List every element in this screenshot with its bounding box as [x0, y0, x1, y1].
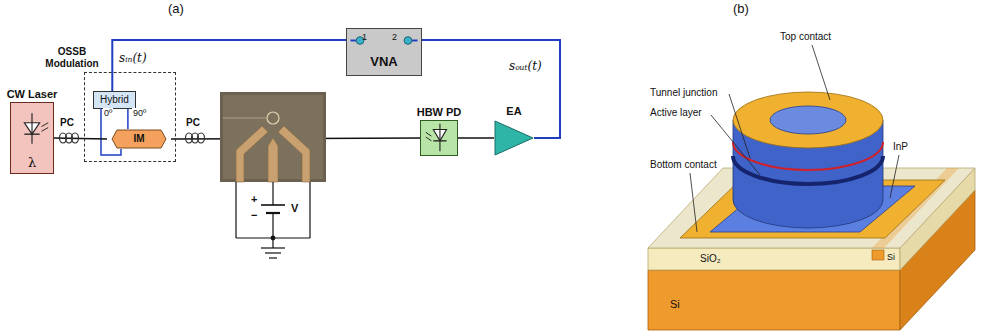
node-text: EA	[506, 105, 521, 118]
part-label: Active layer	[650, 107, 702, 119]
part-label: Top contact	[780, 31, 831, 43]
modulation-group: OSSB ModulationHybridIM	[84, 72, 176, 162]
component-label: PC	[60, 117, 74, 129]
part-label: Si	[887, 252, 895, 262]
component-label: PC	[186, 117, 200, 129]
signal-wire	[112, 40, 346, 91]
optical-fiber	[54, 138, 107, 139]
polarization-controller	[60, 133, 79, 143]
signal-label: sᵢₙ(t)	[118, 52, 148, 66]
part-label: InP	[893, 141, 908, 153]
hybrid-coupler: Hybrid	[93, 91, 136, 109]
signal-label: sₒᵤₜ(t)	[508, 60, 543, 74]
signal-label: 0º	[103, 108, 113, 118]
polarization-controller	[186, 133, 205, 143]
photodetector-shape	[421, 121, 457, 155]
node-text: OSSB Modulation	[41, 46, 103, 70]
vna-box: VNA	[346, 28, 422, 76]
part-label: Bottom contact	[650, 159, 717, 171]
port-number: 2	[392, 32, 397, 42]
polarity-sign: −	[251, 209, 257, 222]
part-label: SiO₂	[700, 253, 721, 265]
node-text: CW Laser	[7, 88, 58, 101]
signal-wire	[127, 109, 129, 130]
node-text: VNA	[347, 55, 421, 70]
signal-label: 90º	[132, 108, 147, 118]
electrical-amplifier: EA	[494, 120, 534, 156]
laser-source: CW Laserλ	[10, 102, 54, 174]
electrical-amplifier-shape	[494, 120, 534, 156]
part-label: Tunnel junction	[650, 87, 717, 99]
voltage-label: V	[291, 202, 298, 215]
intensity-modulator: IM	[107, 129, 171, 149]
node-text: HBW PD	[417, 106, 462, 119]
panel-label: (b)	[733, 2, 749, 17]
optical-fiber	[458, 137, 494, 139]
port-number: 1	[362, 32, 367, 42]
bias-circuit	[236, 182, 310, 258]
part-label: Si	[670, 298, 680, 311]
photodetector: HBW PD	[420, 120, 458, 156]
node-text: λ	[11, 156, 53, 171]
node-text: IM	[107, 133, 171, 145]
device-3d-illustration	[648, 92, 975, 330]
polarity-sign: +	[251, 193, 257, 206]
node-text: Hybrid	[100, 94, 129, 106]
device-photo	[220, 92, 326, 182]
leader-lines	[690, 45, 899, 232]
panel-label: (a)	[168, 2, 184, 17]
